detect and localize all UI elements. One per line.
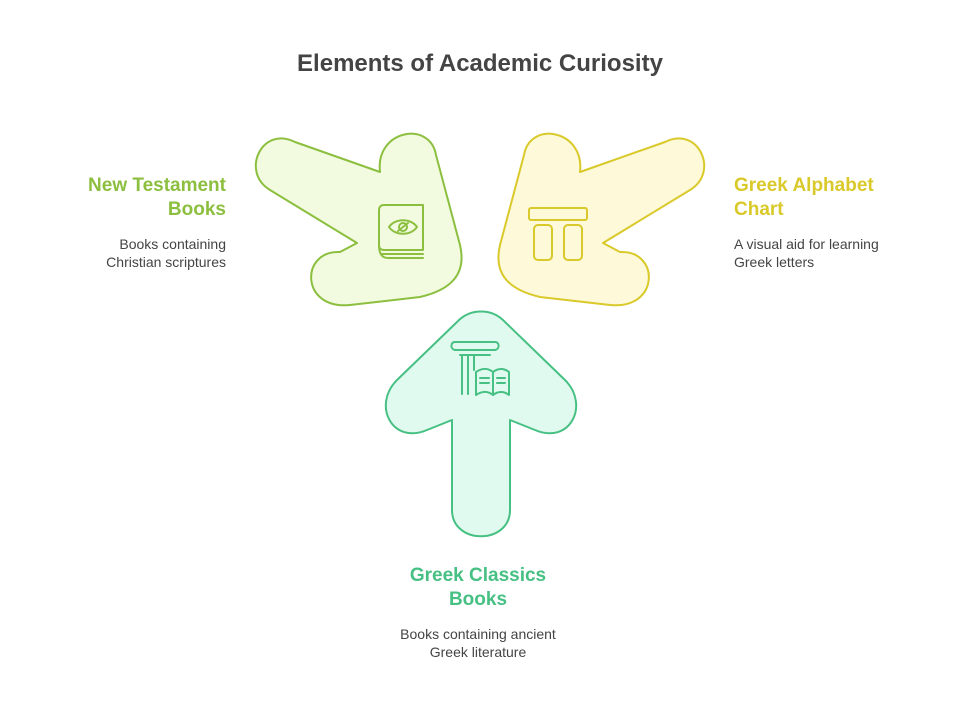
new-testament-arrow-shape: [254, 132, 463, 307]
new-testament-title-line-2: Books: [167, 199, 226, 220]
greek-alphabet-arrow: [497, 132, 706, 307]
new-testament-arrow: [254, 132, 463, 307]
greek-classics-arrow: [384, 310, 578, 538]
book-eye-icon: [378, 204, 424, 259]
greek-alphabet-label: Greek Alphabet Chart A visual aid for le…: [734, 174, 934, 271]
new-testament-desc-line-2: Christian scriptures: [106, 254, 226, 270]
greek-classics-arrow-shape: [384, 310, 578, 538]
greek-classics-description: Books containing ancient Greek literatur…: [350, 625, 606, 661]
greek-classics-title: Greek Classics Books: [350, 564, 606, 612]
greek-alphabet-title-line-2: Chart: [734, 199, 784, 220]
page-title: Elements of Academic Curiosity: [297, 50, 663, 77]
greek-alphabet-title-line-1: Greek Alphabet: [734, 175, 874, 196]
greek-classics-desc-line-2: Greek literature: [429, 644, 527, 660]
greek-classics-desc-line-1: Books containing ancient: [400, 626, 556, 642]
new-testament-label: New Testament Books Books containing Chr…: [40, 174, 226, 271]
greek-alphabet-description: A visual aid for learning Greek letters: [734, 235, 934, 271]
new-testament-title-line-1: New Testament: [88, 175, 226, 196]
greek-classics-title-line-1: Greek Classics: [409, 565, 547, 586]
greek-alphabet-desc-line-2: Greek letters: [734, 254, 815, 270]
greek-classics-title-line-2: Books: [448, 589, 508, 610]
greek-alphabet-desc-line-1: A visual aid for learning: [734, 236, 879, 252]
column-open-book-icon: [450, 341, 510, 396]
new-testament-description: Books containing Christian scriptures: [40, 235, 226, 271]
greek-alphabet-arrow-shape: [497, 132, 706, 307]
pillars-icon: [528, 207, 588, 261]
new-testament-desc-line-1: Books containing: [119, 236, 226, 252]
greek-alphabet-title: Greek Alphabet Chart: [734, 174, 934, 222]
new-testament-title: New Testament Books: [40, 174, 226, 222]
greek-classics-label: Greek Classics Books Books containing an…: [350, 564, 606, 661]
